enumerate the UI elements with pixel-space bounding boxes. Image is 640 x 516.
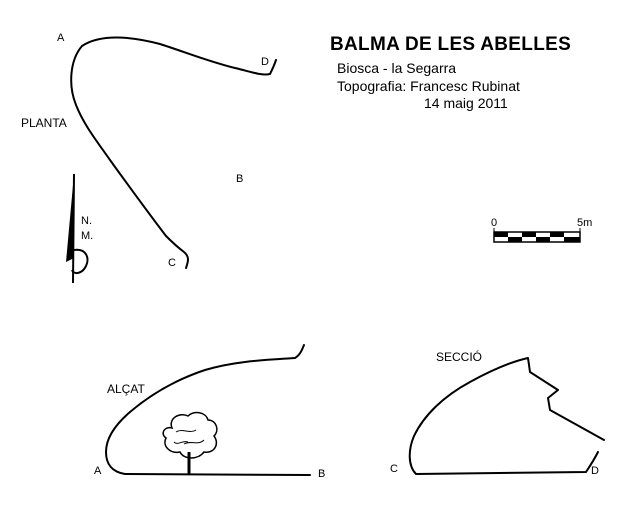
elevation-outline bbox=[105, 344, 311, 476]
plan-point-d: D bbox=[261, 56, 269, 68]
drawing-title: BALMA DE LES ABELLES bbox=[330, 34, 572, 55]
section-label: SECCIÓ bbox=[436, 349, 482, 364]
location-text: Biosca - la Segarra bbox=[337, 60, 457, 76]
elevation-point-a: A bbox=[94, 465, 102, 477]
section-point-c: C bbox=[390, 463, 398, 475]
plan-point-a: A bbox=[57, 32, 65, 44]
scale-start-label: 0 bbox=[491, 217, 497, 229]
north-arrow-icon: N. M. bbox=[66, 173, 93, 284]
surveyor-text: Topografia: Francesc Rubinat bbox=[337, 78, 520, 94]
elevation-view: A B ALÇAT bbox=[94, 344, 325, 480]
section-outline bbox=[408, 357, 605, 475]
scale-end-label: 5m bbox=[577, 217, 592, 229]
north-label-2: M. bbox=[81, 230, 93, 242]
section-point-d: D bbox=[591, 465, 599, 477]
plan-view: A B C D PLANTA bbox=[21, 32, 277, 269]
elevation-point-b: B bbox=[318, 468, 325, 480]
tree-icon bbox=[162, 411, 218, 475]
plan-point-b: B bbox=[236, 173, 243, 185]
plan-outline bbox=[70, 36, 277, 269]
survey-date: 14 maig 2011 bbox=[424, 95, 508, 111]
elevation-label: ALÇAT bbox=[107, 382, 145, 396]
plan-label: PLANTA bbox=[21, 116, 67, 130]
section-view: C D SECCIÓ bbox=[390, 349, 605, 477]
plan-point-c: C bbox=[168, 257, 176, 269]
scale-bar: 0 5m bbox=[491, 217, 592, 243]
north-label-1: N. bbox=[81, 215, 92, 227]
